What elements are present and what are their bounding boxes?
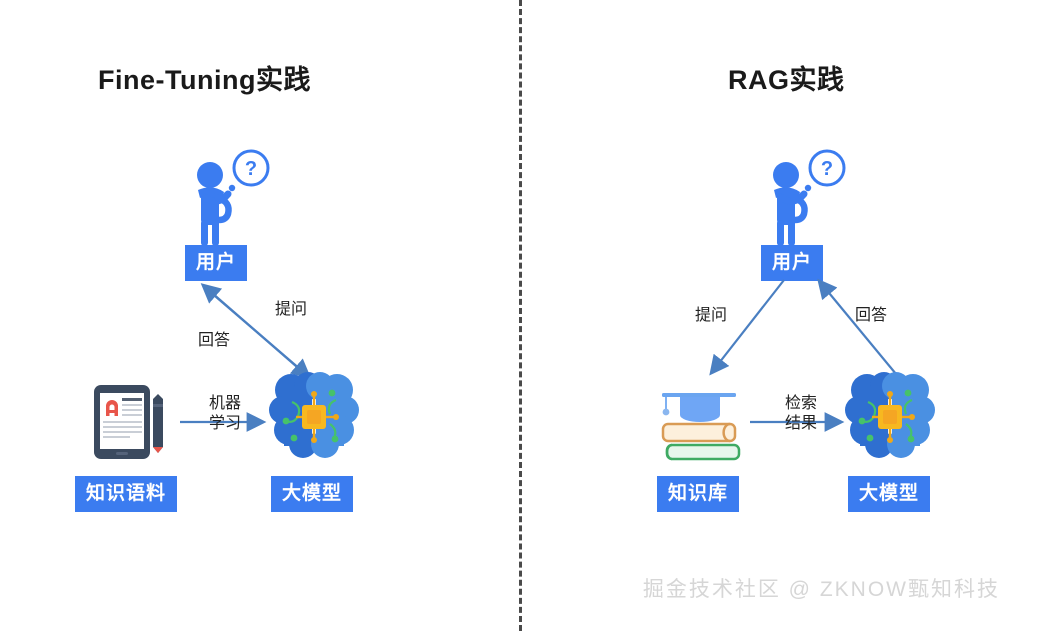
left-ask-label: 提问 bbox=[275, 301, 308, 318]
right-ask-arrow bbox=[709, 279, 785, 376]
left-user-model-arrow bbox=[200, 283, 313, 381]
right-answer-label: 回答 bbox=[855, 307, 888, 324]
panel-divider bbox=[519, 0, 522, 631]
left-training-label-line2: 学习 bbox=[208, 415, 241, 432]
left-panel-title: Fine-Tuning实践 bbox=[98, 65, 311, 95]
brain-chip-icon bbox=[269, 372, 359, 458]
user-thinking-icon: ? bbox=[197, 149, 270, 246]
right-ask-label: 提问 bbox=[695, 307, 728, 324]
left-answer-label: 回答 bbox=[198, 332, 231, 349]
brain-chip-icon bbox=[845, 372, 935, 458]
books-graduation-cap-icon bbox=[661, 393, 741, 461]
right-knowledge-base-label: 知识库 bbox=[657, 476, 740, 512]
svg-text:?: ? bbox=[245, 158, 257, 180]
right-model-label: 大模型 bbox=[848, 476, 931, 512]
left-user-label: 用户 bbox=[185, 245, 248, 281]
right-retrieve-label: 检索 结果 bbox=[766, 394, 836, 434]
watermark: 掘金技术社区 @ ZKNOW甄知科技 bbox=[642, 578, 1000, 601]
left-training-label: 机器 学习 bbox=[190, 394, 260, 434]
document-pencil-icon bbox=[94, 385, 163, 459]
right-answer-arrow bbox=[817, 278, 897, 375]
right-retrieve-label-line2: 结果 bbox=[784, 415, 817, 432]
left-training-arrow bbox=[180, 412, 267, 432]
right-retrieve-arrow bbox=[750, 412, 845, 432]
left-model-label: 大模型 bbox=[271, 476, 354, 512]
left-training-label-line1: 机器 bbox=[208, 395, 241, 412]
user-thinking-icon: ? bbox=[773, 149, 846, 246]
svg-text:?: ? bbox=[821, 158, 833, 180]
right-user-label: 用户 bbox=[761, 245, 824, 281]
right-panel-title: RAG实践 bbox=[728, 65, 845, 95]
left-corpus-label: 知识语料 bbox=[75, 476, 178, 512]
right-retrieve-label-line1: 检索 bbox=[784, 395, 817, 412]
